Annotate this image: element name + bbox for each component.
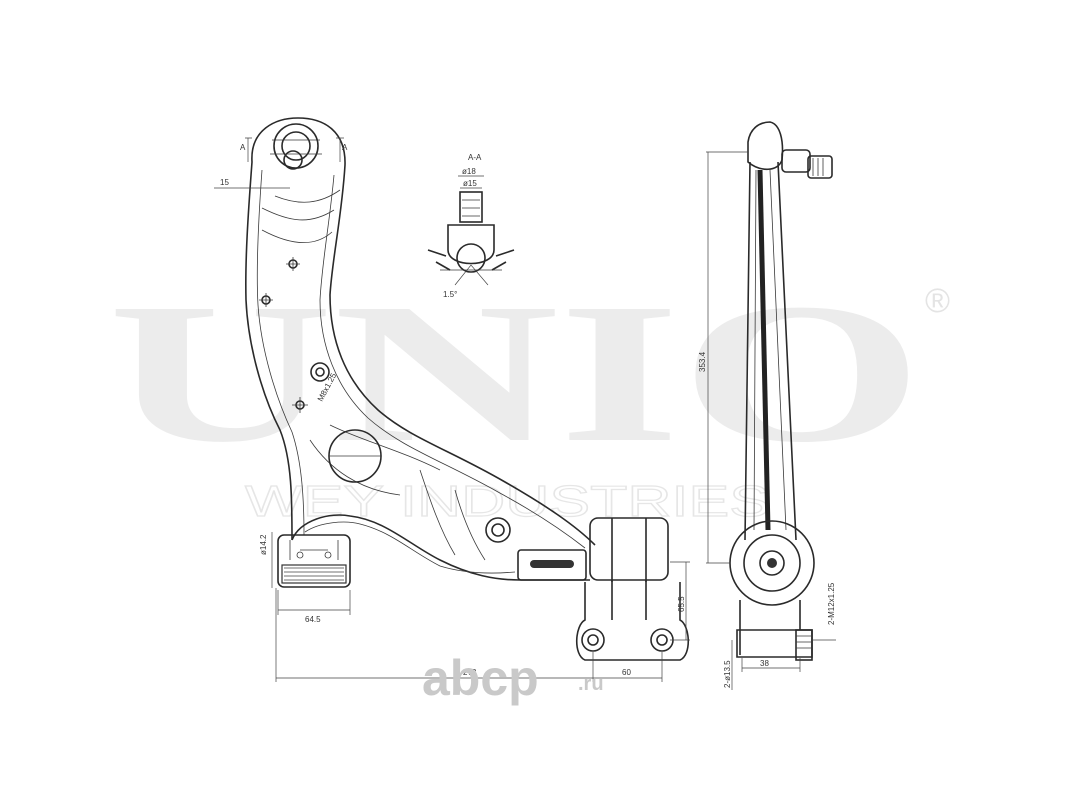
- dim-arm-height: 353.4: [698, 351, 707, 372]
- site-tld: .ru: [578, 673, 604, 695]
- site-watermark: abcp .ru: [422, 650, 604, 706]
- dim-bush-dia: ø14.2: [259, 534, 268, 555]
- control-arm-side-view: [729, 121, 833, 661]
- dim-bracket-height: 65.5: [677, 596, 686, 612]
- taper-label: 1.5°: [443, 290, 457, 299]
- section-marks: A A: [240, 137, 348, 162]
- dim-thread-m12: 2-M12x1.25: [827, 582, 836, 625]
- dim-bush-width: 64.5: [305, 615, 321, 624]
- section-aa-detail: A-A ø18 ø15 1.5°: [427, 153, 515, 299]
- registered-mark: ®: [925, 282, 950, 320]
- dim-15: 15: [220, 178, 229, 187]
- dia-outer-label: ø18: [462, 167, 476, 176]
- control-arm-plan-view: [245, 117, 690, 661]
- section-mark-right: A: [342, 143, 348, 152]
- dim-bracket-width: 60: [622, 668, 631, 677]
- dia-inner-label: ø15: [463, 179, 477, 188]
- section-title: A-A: [468, 153, 482, 162]
- brand-watermark: UNIO: [108, 263, 923, 484]
- dim-side-width: 38: [760, 659, 769, 668]
- tagline-watermark: WEY INDUSTRIES: [245, 477, 770, 526]
- site-name: abcp: [422, 650, 539, 706]
- dim-overall-length: 273: [463, 668, 477, 677]
- section-mark-left: A: [240, 143, 246, 152]
- dim-holes: 2-ø13.5: [723, 660, 732, 688]
